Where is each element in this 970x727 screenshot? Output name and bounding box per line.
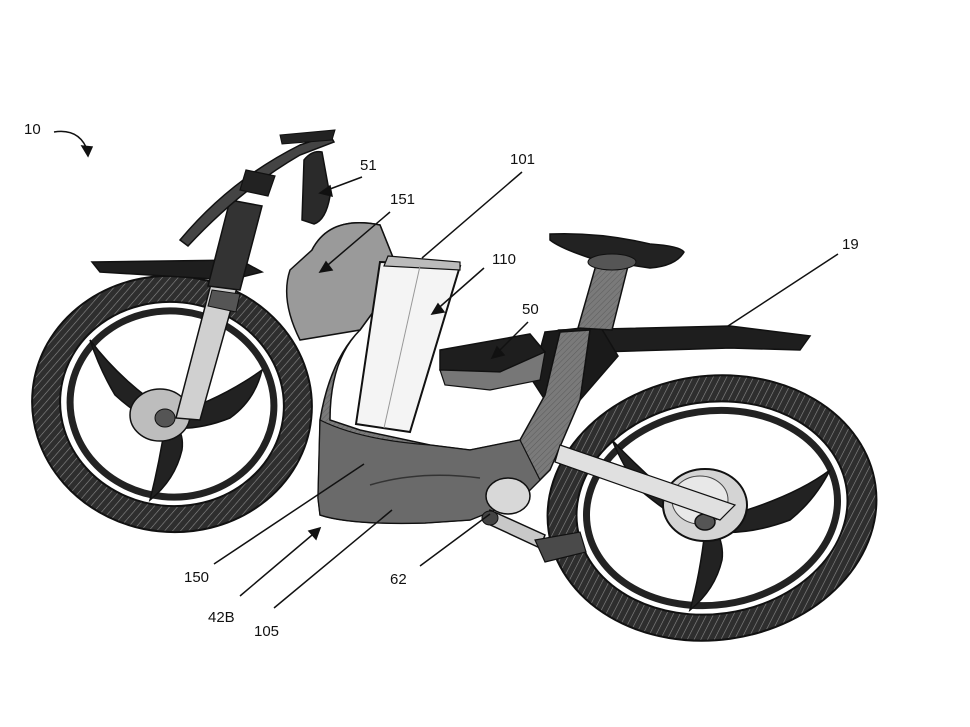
label-19: 19 (842, 236, 859, 253)
label-105: 105 (254, 623, 279, 640)
leader-151 (321, 211, 391, 271)
leader-105 (273, 509, 393, 609)
label-50: 50 (522, 301, 539, 318)
label-101: 101 (510, 151, 535, 168)
label-110: 110 (492, 251, 516, 268)
front-wheel (31, 274, 313, 534)
leader-150 (213, 463, 365, 565)
leader-19 (727, 253, 839, 327)
leader-110 (433, 267, 485, 313)
leader-62 (419, 513, 491, 567)
arrow-50 (490, 345, 506, 360)
arrow-110 (430, 302, 446, 316)
display-unit (301, 150, 331, 225)
label-42b: 42B (208, 609, 235, 626)
foot-rest (439, 333, 547, 391)
leader-lines (53, 130, 839, 609)
seat-assembly (549, 232, 685, 331)
handlebar (178, 129, 336, 248)
arrow-151 (318, 260, 334, 274)
label-151: 151 (390, 191, 415, 208)
label-10: 10 (24, 121, 41, 138)
label-51: 51 (360, 157, 377, 174)
label-150: 150 (184, 569, 209, 586)
arrow-51 (318, 184, 333, 198)
crank-assembly (481, 444, 737, 563)
leader-101 (421, 171, 523, 259)
arrow-42b (307, 526, 322, 541)
front-fork (175, 199, 263, 421)
arrow-10 (80, 145, 94, 158)
leader-42b (239, 529, 319, 597)
label-62: 62 (390, 571, 407, 588)
reference-numerals: 10 51 151 101 110 19 50 150 42B 105 62 (24, 121, 859, 640)
battery-pack (354, 255, 462, 434)
